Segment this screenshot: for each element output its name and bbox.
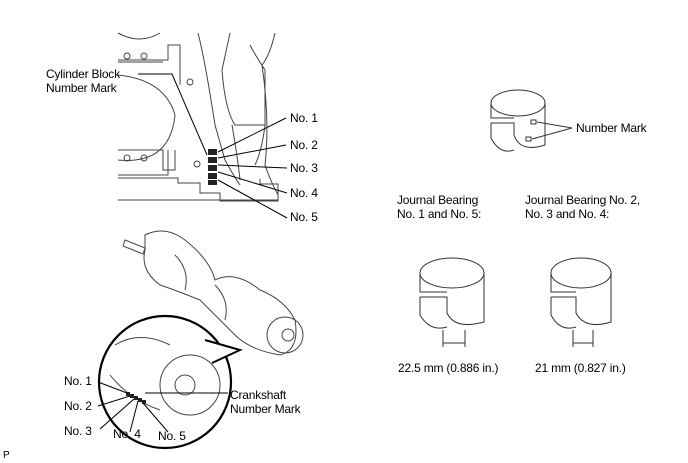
block-mark-no2: No. 2 [290, 138, 318, 152]
cylinder-block-label: Cylinder Block [46, 67, 120, 81]
block-mark-no5: No. 5 [290, 210, 318, 224]
crankshaft-label: Crankshaft [230, 388, 287, 402]
crank-mark-no4: No. 4 [113, 427, 141, 441]
crankshaft-number-marks [126, 392, 146, 404]
group1-label-line2: No. 1 and No. 5: [397, 207, 482, 221]
bearing-no1-no5-drawing [419, 257, 485, 347]
crankshaft-leader-lines [97, 381, 228, 433]
block-mark-no3: No. 3 [290, 161, 318, 175]
bearing-with-mark-drawing [490, 89, 573, 152]
figure-code: P [3, 450, 10, 461]
bearing-no2-no4-drawing [550, 257, 612, 347]
crankshaft-drawing [122, 230, 304, 356]
bearing-width-2: 21 mm (0.827 in.) [535, 361, 626, 375]
bearing-number-mark-label: Number Mark [576, 121, 647, 135]
group2-label: Journal Bearing No. 2, [525, 193, 641, 207]
group1-label: Journal Bearing [397, 193, 479, 207]
cylinder-block-drawing [117, 32, 279, 202]
crank-mark-no1: No. 1 [64, 374, 92, 388]
group2-label-line2: No. 3 and No. 4: [525, 207, 610, 221]
cylinder-block-number-marks [208, 149, 217, 185]
block-mark-no1: No. 1 [290, 111, 318, 125]
crank-mark-no2: No. 2 [64, 399, 92, 413]
crank-mark-no5: No. 5 [158, 429, 186, 443]
crankshaft-label-line2: Number Mark [230, 402, 301, 416]
bearing-width-1: 22.5 mm (0.886 in.) [398, 361, 499, 375]
crank-mark-no3: No. 3 [64, 424, 92, 438]
block-leader-lines [138, 73, 288, 219]
block-mark-no4: No. 4 [290, 186, 318, 200]
cylinder-block-label-line2: Number Mark [46, 81, 117, 95]
